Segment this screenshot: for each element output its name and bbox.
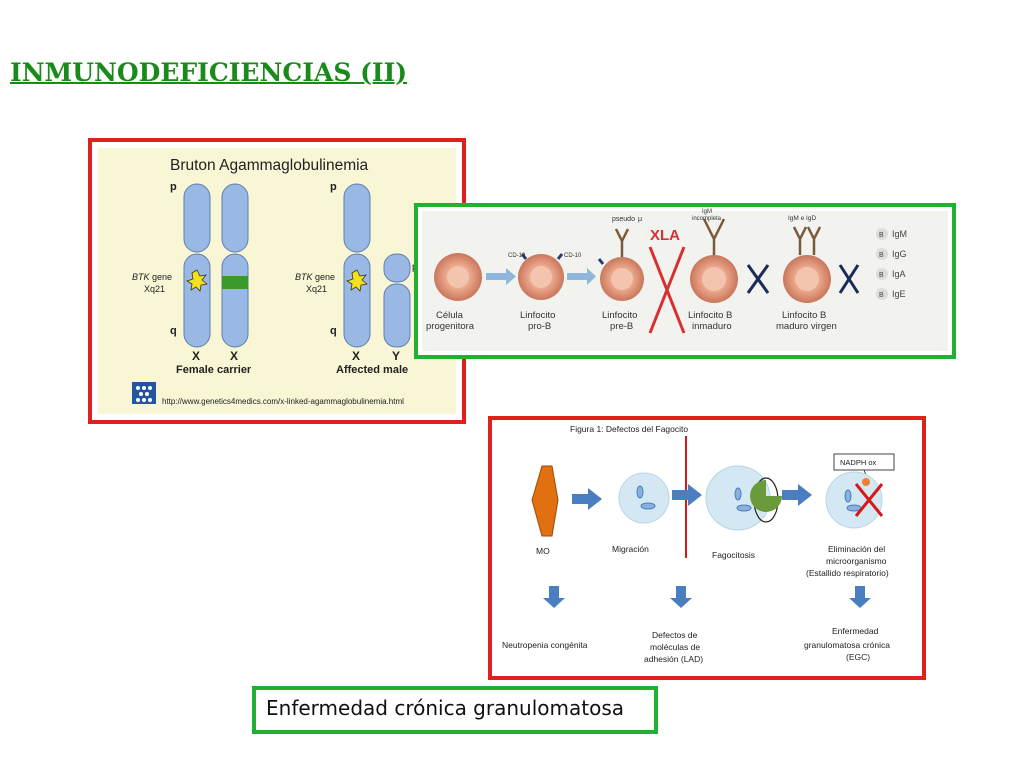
caption-text: Enfermedad crónica granulomatosa [266,696,624,720]
process-arrow-icon [572,488,602,510]
ig-b-letter-2: B [879,252,884,259]
stage-1-line2: progenitora [426,321,475,332]
ig-item-2: IgG [892,249,907,259]
stage-2-line2: pro-B [528,321,551,332]
step-fagocitosis-label: Fagocitosis [712,550,755,560]
cd19-label: CD-19 [508,253,526,259]
killing-phagocyte-cell [825,471,883,529]
page-title: INMUNODEFICIENCIAS (II) [10,58,408,87]
male-gene-label: BTK [295,272,314,282]
mu-label: μ [638,216,642,223]
ig-b-letter-3: B [879,272,884,279]
bruton-panel: Bruton Agammaglobulinemia p q BTK gene X… [88,138,466,424]
female-carrier-caption: Female carrier [176,364,252,376]
male-x-chromosome [343,183,371,348]
xla-block-cross-icon [648,246,686,334]
defect-lad-line1: Defectos de [652,630,698,640]
ig-item-3: IgA [892,269,906,279]
female-x2-label: X [230,349,238,363]
step-elim-line2: microorganismo [826,556,887,566]
ig-b-letter-4: B [879,292,884,299]
process-arrow-icon [672,484,702,506]
defect-lad-line2: moléculas de [650,642,700,652]
male-p-label: p [330,181,337,193]
down-arrow-icon [543,586,565,608]
igm-igd-label: IgM e IgD [788,215,816,222]
stage-1-line1: Célula [436,310,464,321]
phagocyte-defects-panel: Figura 1: Defectos del Fagocito MO Migra… [488,416,926,680]
down-arrow-icon [849,586,871,608]
female-gene-word: gene [152,272,172,282]
pseudo-label: pseudo [612,216,635,223]
step-migracion-label: Migración [612,544,649,554]
stage-4-line2: inmaduro [692,321,732,332]
xla-label: XLA [650,227,680,244]
block-x-icon [746,264,770,294]
genetics4medics-logo-icon [132,382,156,404]
phagocyte-diagram: Figura 1: Defectos del Fagocito MO Migra… [502,424,895,664]
stage-4-line1: Linfocito B [688,310,732,321]
migrating-phagocyte-cell [618,472,670,524]
female-p-label: p [170,181,177,193]
female-q-label: q [170,325,177,337]
stage-2-line1: Linfocito [520,310,555,321]
step-elim-line3: (Estallido respiratorio) [806,568,889,578]
male-x-label: X [352,349,360,363]
progression-arrow-icon [567,268,596,285]
killing-defect-cross-icon [854,483,884,517]
defect-egc-line2: granulomatosa crónica [804,640,890,650]
ig-b-letter-1: B [879,232,884,239]
step-elim-line1: Eliminación del [828,544,885,554]
bruton-diagram: Bruton Agammaglobulinemia p q BTK gene X… [132,157,418,406]
male-y-label: Y [392,349,400,363]
incompleta-label: incompleta [692,216,722,222]
defect-neutropenia-label: Neutropenia congénita [502,640,588,650]
caption-box: Enfermedad crónica granulomatosa [252,686,658,734]
progression-arrow-icon [486,268,516,285]
stage-5-line1: Linfocito B [782,310,826,321]
defect-egc-line3: (EGC) [846,652,870,662]
female-gene-label: BTK [132,272,151,282]
cd10-label: CD-10 [564,253,582,259]
down-arrow-icon [670,586,692,608]
ig-item-1: IgM [892,229,907,239]
female-locus: Xq21 [144,284,165,294]
male-y-chromosome [383,253,411,348]
affected-male-caption: Affected male [336,364,408,376]
bruton-heading: Bruton Agammaglobulinemia [170,157,369,174]
nadph-label: NADPH ox [840,458,877,467]
process-arrow-icon [782,484,812,506]
stage-3-line1: Linfocito [602,310,637,321]
female-x-chromosome-2 [221,183,249,348]
xla-diagram: pseudo μ IgM incompleta IgM e IgD CD-19 … [426,209,907,334]
btk-normal-band [222,276,248,289]
figure-title: Figura 1: Defectos del Fagocito [570,424,688,434]
male-btk-mutation-star-icon [346,269,368,292]
defect-egc-line1: Enfermedad [832,626,879,636]
btk-mutation-star-icon [186,269,208,292]
stage-5-line2: maduro virgen [776,321,837,332]
block-x-icon [838,264,860,294]
source-url: http://www.genetics4medics.com/x-linked-… [162,397,404,406]
step-mo-label: MO [536,546,550,556]
microorganism-shape [531,465,559,537]
male-gene-word: gene [315,272,335,282]
female-x1-label: X [192,349,200,363]
male-locus: Xq21 [306,284,327,294]
stage-3-line2: pre-B [610,321,633,332]
ig-item-4: IgE [892,289,906,299]
defect-lad-line3: adhesión (LAD) [644,654,703,664]
male-q-label: q [330,325,337,337]
ros-dot [862,478,870,486]
igm-label: IgM [702,209,712,215]
female-x-chromosome-1 [183,183,211,348]
xla-panel: pseudo μ IgM incompleta IgM e IgD CD-19 … [414,203,956,359]
